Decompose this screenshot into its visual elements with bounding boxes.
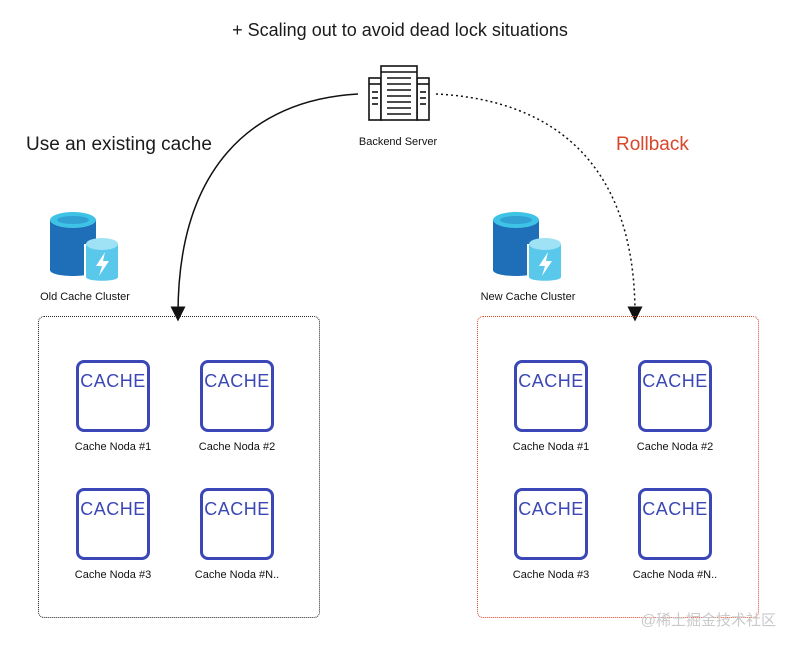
old-cache-node-n-label: Cache Noda #N.. <box>194 569 280 581</box>
server-rack-icon <box>368 65 430 121</box>
new-cache-node-3: CACHE <box>514 488 588 560</box>
new-cache-node-n-label: Cache Noda #N.. <box>632 569 718 581</box>
old-cache-database-icon <box>50 212 120 283</box>
backend-server-label: Backend Server <box>358 136 438 148</box>
old-cluster-label: Old Cache Cluster <box>40 291 130 303</box>
left-heading: Use an existing cache <box>26 134 212 155</box>
old-cache-node-3-label: Cache Noda #3 <box>74 569 152 581</box>
new-cache-node-2: CACHE <box>638 360 712 432</box>
old-cache-node-2: CACHE <box>200 360 274 432</box>
arrow-to-new-cluster <box>435 93 643 322</box>
new-cache-node-2-label: Cache Noda #2 <box>636 441 714 453</box>
new-cluster-label: New Cache Cluster <box>480 291 576 303</box>
old-cache-node-n: CACHE <box>200 488 274 560</box>
old-cache-node-1-label: Cache Noda #1 <box>74 441 152 453</box>
arrow-to-old-cluster <box>170 93 359 322</box>
old-cache-cluster <box>38 316 320 618</box>
old-cache-node-2-label: Cache Noda #2 <box>198 441 276 453</box>
new-cache-cluster <box>477 316 759 618</box>
new-cache-node-3-label: Cache Noda #3 <box>512 569 590 581</box>
new-cache-node-1-label: Cache Noda #1 <box>512 441 590 453</box>
diagram-title: + Scaling out to avoid dead lock situati… <box>232 20 568 40</box>
right-heading: Rollback <box>616 134 689 155</box>
new-cache-node-n: CACHE <box>638 488 712 560</box>
old-cache-node-1: CACHE <box>76 360 150 432</box>
new-cache-database-icon <box>493 212 563 283</box>
watermark: @稀土掘金技术社区 <box>640 612 776 629</box>
old-cache-node-3: CACHE <box>76 488 150 560</box>
new-cache-node-1: CACHE <box>514 360 588 432</box>
